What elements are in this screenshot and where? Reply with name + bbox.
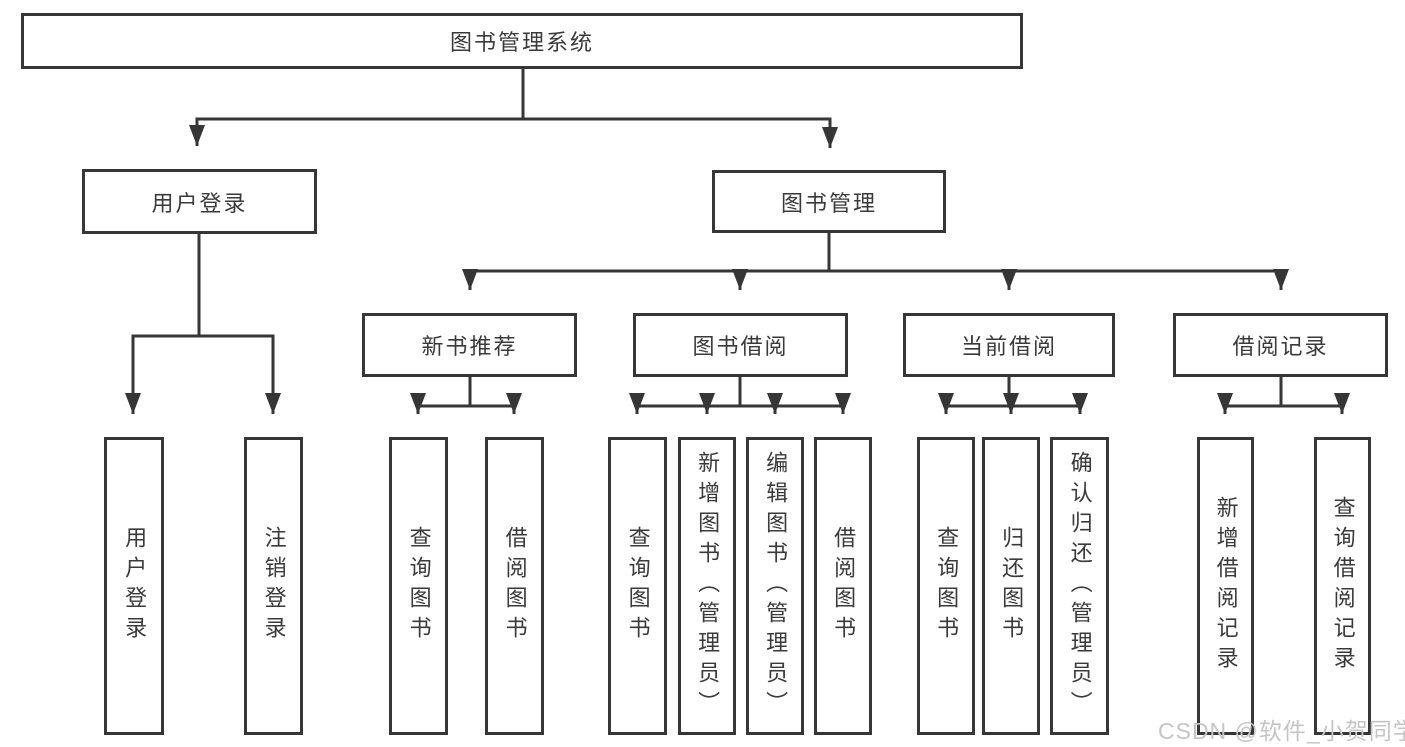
leaf-add-books-admin: 新增图书（管理员） [678, 437, 736, 735]
csdn-watermark: CSDN @软件_小贺同学 [1158, 718, 1405, 744]
leaf-user-login: 用户登录 [104, 437, 164, 735]
leaf-edit-books-admin: 编辑图书（管理员） [746, 437, 804, 735]
leaf-return-books: 归还图书 [982, 437, 1040, 735]
leaf-borrow-books-borrowing: 借阅图书 [814, 437, 872, 735]
leaf-label: 新增借阅记录 [1213, 496, 1239, 676]
leaf-label: 借阅图书 [831, 526, 857, 646]
leaf-label: 查询图书 [934, 526, 960, 646]
node-root: 图书管理系统 [21, 13, 1023, 69]
leaf-label: 查询图书 [625, 526, 651, 646]
leaf-borrow-books-recommend: 借阅图书 [485, 437, 544, 735]
leaf-label: 查询借阅记录 [1330, 496, 1356, 676]
leaf-label: 确认归还（管理员） [1067, 451, 1093, 721]
leaf-label: 新增图书（管理员） [695, 451, 721, 721]
node-user-login: 用户登录 [82, 169, 317, 234]
leaf-label: 编辑图书（管理员） [763, 451, 789, 721]
leaf-label: 归还图书 [999, 526, 1025, 646]
leaf-query-books-recommend: 查询图书 [389, 437, 448, 735]
leaf-label: 注销登录 [261, 526, 287, 646]
node-book-management: 图书管理 [712, 170, 946, 233]
node-borrowing-records: 借阅记录 [1173, 313, 1388, 377]
leaf-add-borrow-record: 新增借阅记录 [1197, 437, 1254, 735]
node-book-borrowing: 图书借阅 [633, 313, 848, 377]
node-current-borrowing: 当前借阅 [903, 313, 1115, 377]
leaf-label: 借阅图书 [502, 526, 528, 646]
leaf-logout-login: 注销登录 [244, 437, 303, 735]
leaf-query-books-borrowing: 查询图书 [608, 437, 667, 735]
leaf-confirm-return-admin: 确认归还（管理员） [1050, 437, 1109, 735]
node-new-book-recommendation: 新书推荐 [362, 313, 577, 377]
leaf-query-books-current: 查询图书 [917, 437, 975, 735]
leaf-label: 用户登录 [122, 526, 148, 646]
leaf-query-borrow-record: 查询借阅记录 [1314, 437, 1371, 735]
leaf-label: 查询图书 [406, 526, 432, 646]
